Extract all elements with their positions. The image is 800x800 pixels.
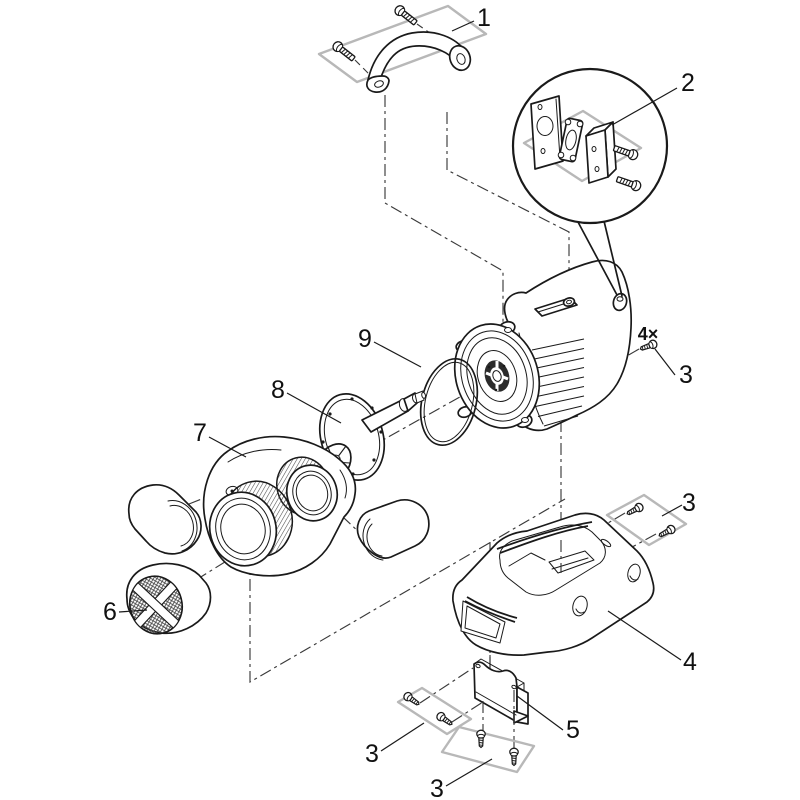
terminal-screw-icon	[616, 296, 624, 302]
bracket-screw	[434, 710, 455, 729]
callout-4: 4	[683, 648, 697, 676]
handle-end-boss	[448, 44, 472, 72]
callout-5: 5	[566, 716, 580, 744]
base-top-recess	[499, 524, 606, 596]
callout-7: 7	[193, 419, 207, 447]
screw-set-base	[605, 493, 688, 547]
base-side-slot	[572, 595, 588, 617]
callout-8: 8	[271, 376, 285, 404]
part-cap-left	[127, 484, 202, 555]
callout-3: 3	[430, 775, 444, 800]
motor-cooling-fins	[531, 338, 585, 427]
callout-1: 1	[477, 4, 491, 32]
base-recess-opening	[548, 550, 595, 574]
callout-3: 3	[679, 361, 693, 389]
part-strainer-cap	[125, 562, 212, 636]
detail-balloon	[511, 67, 669, 297]
part-pump-housing	[202, 435, 357, 577]
part-handle	[317, 3, 488, 93]
base-accent-edge	[496, 521, 593, 554]
handle-screw	[392, 3, 420, 28]
flange-screw-icon	[521, 417, 529, 423]
screw-set-bracket-left	[396, 686, 473, 736]
bracket-screw	[509, 747, 519, 767]
bracket-front-face	[473, 661, 518, 723]
base-screw	[656, 523, 678, 541]
screw-plane	[396, 686, 473, 736]
terminal-plate	[530, 95, 564, 170]
capacitor-block	[585, 129, 609, 184]
part-base-housing	[452, 512, 655, 656]
screw-plane	[605, 493, 688, 547]
flange-screw-icon	[504, 327, 512, 333]
handle-screw	[330, 39, 358, 64]
capacitor-gasket	[558, 117, 584, 163]
handle-foot	[365, 75, 390, 93]
callout-2: 2	[681, 69, 695, 97]
quantity-4x-label: 4×	[638, 324, 659, 344]
balloon-plane	[522, 109, 643, 183]
handle-mount-boss	[562, 297, 576, 307]
motor-flange	[453, 320, 541, 429]
screw-plane	[440, 725, 536, 774]
part-clamp-bracket	[473, 658, 529, 725]
part-cap-right	[356, 499, 430, 561]
callouts: 1 2 3 3 3 3 4 5 6 7 8 9	[103, 4, 697, 800]
callout-6: 6	[103, 598, 117, 626]
callout-9: 9	[358, 325, 372, 353]
callout-3: 3	[682, 489, 696, 517]
screw-set-bracket-bottom	[440, 725, 536, 774]
base-front-window	[460, 600, 506, 644]
handle-mounting-plane	[317, 4, 488, 84]
callout-3: 3	[365, 740, 379, 768]
part-motor: 4×	[453, 259, 659, 432]
bracket-screw	[476, 729, 486, 749]
